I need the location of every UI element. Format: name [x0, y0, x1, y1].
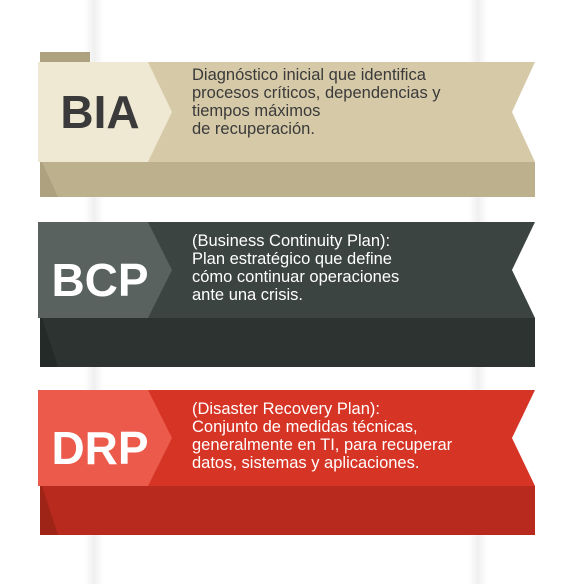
- bcp-banner-shape: [38, 222, 535, 367]
- bia-banner-shape: [38, 52, 535, 197]
- bia-acronym: BIA: [60, 86, 140, 138]
- drp-acronym: DRP: [51, 422, 149, 474]
- drp-description: (Disaster Recovery Plan): Conjunto de me…: [192, 400, 453, 472]
- bcp-acronym: BCP: [51, 254, 149, 306]
- bcp-banner: BCP (Business Continuity Plan): Plan est…: [0, 222, 575, 367]
- drp-banner-shape: [38, 390, 535, 535]
- drp-banner: DRP (Disaster Recovery Plan): Conjunto d…: [0, 390, 575, 535]
- bcp-description: (Business Continuity Plan): Plan estraté…: [192, 232, 400, 304]
- bia-description: Diagnóstico inicial que identifica proce…: [192, 66, 441, 138]
- bia-banner: BIA Diagnóstico inicial que identifica p…: [0, 52, 575, 197]
